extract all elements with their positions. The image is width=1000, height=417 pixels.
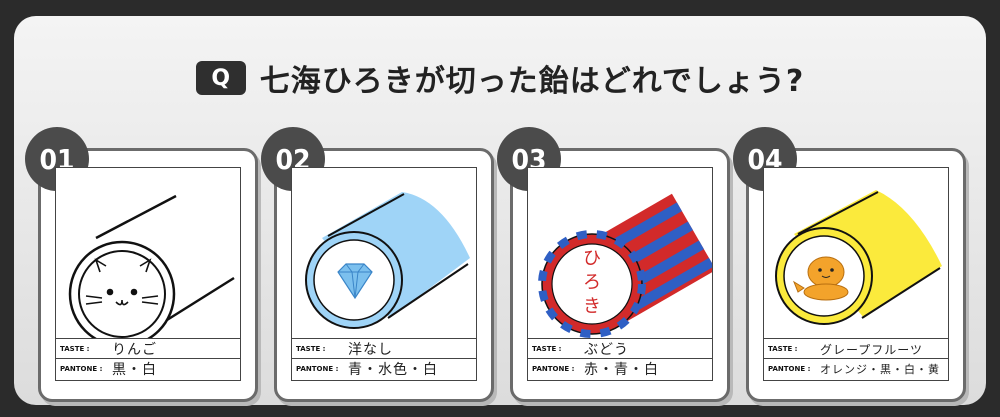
pantone-row: PANTONE : 黒・白	[56, 358, 240, 379]
taste-label: TASTE :	[296, 345, 326, 353]
pantone-value: 黒・白	[112, 362, 157, 378]
candy-sheet: TASTE : グレープフルーツ PANTONE : オレンジ・黒・白・黄	[763, 167, 949, 381]
candy-illustration-grape: ひ ろ き	[538, 193, 712, 338]
question-badge: Q	[195, 61, 246, 95]
question-text: 七海ひろきが切った飴はどれでしょう?	[259, 64, 805, 99]
question-header: Q 七海ひろきが切った飴はどれでしょう?	[14, 56, 986, 100]
option-card-01[interactable]: 01 TASTE : りんご PAN	[25, 127, 258, 402]
pantone-label: PANTONE :	[532, 365, 575, 373]
seal-icon	[792, 256, 849, 301]
taste-label: TASTE :	[532, 345, 562, 353]
candy-center-text-3: き	[583, 296, 601, 317]
pantone-label: PANTONE :	[296, 365, 339, 373]
pantone-row: PANTONE : 赤・青・白	[528, 358, 712, 379]
candy-illustration-pear	[305, 192, 470, 329]
candy-center-text-2: ろ	[583, 272, 601, 293]
pantone-label: PANTONE :	[60, 365, 103, 373]
taste-row: TASTE : グレープフルーツ	[764, 338, 948, 359]
pantone-value: 赤・青・白	[584, 362, 659, 378]
taste-row: TASTE : りんご	[56, 338, 240, 359]
taste-label: TASTE :	[768, 345, 798, 353]
candy-sheet: ひ ろ き TASTE : ぶどう PANTONE : 赤・青・白	[527, 167, 713, 381]
pantone-row: PANTONE : 青・水色・白	[292, 358, 476, 379]
option-card-03[interactable]: 03 ひ ろ き TASTE : ぶどう	[497, 127, 730, 402]
taste-label: TASTE :	[60, 345, 90, 353]
diamond-icon	[337, 263, 373, 300]
taste-value: ぶどう	[584, 342, 629, 358]
candy-sheet: TASTE : りんご PANTONE : 黒・白	[55, 167, 241, 381]
pantone-value: 青・水色・白	[348, 362, 438, 378]
pantone-row: PANTONE : オレンジ・黒・白・黄	[764, 358, 948, 379]
taste-value: 洋なし	[348, 342, 393, 358]
quiz-panel: Q 七海ひろきが切った飴はどれでしょう? 01 TASTE	[14, 16, 986, 405]
taste-value: グレープフルーツ	[820, 342, 924, 357]
pantone-label: PANTONE :	[768, 365, 811, 373]
candy-center-text-1: ひ	[583, 248, 601, 269]
taste-value: りんご	[112, 342, 157, 358]
candy-illustration-grapefruit	[775, 190, 942, 325]
taste-row: TASTE : ぶどう	[528, 338, 712, 359]
option-card-04[interactable]: 04 TASTE : グレープフルーツ	[733, 127, 966, 402]
candy-sheet: TASTE : 洋なし PANTONE : 青・水色・白	[291, 167, 477, 381]
cat-face-icon	[85, 258, 159, 306]
taste-row: TASTE : 洋なし	[292, 338, 476, 359]
candy-illustration-apple	[68, 194, 236, 338]
option-card-02[interactable]: 02 TASTE : 洋なし PANTONE : 青・水色・白	[261, 127, 494, 402]
pantone-value: オレンジ・黒・白・黄	[820, 363, 940, 376]
